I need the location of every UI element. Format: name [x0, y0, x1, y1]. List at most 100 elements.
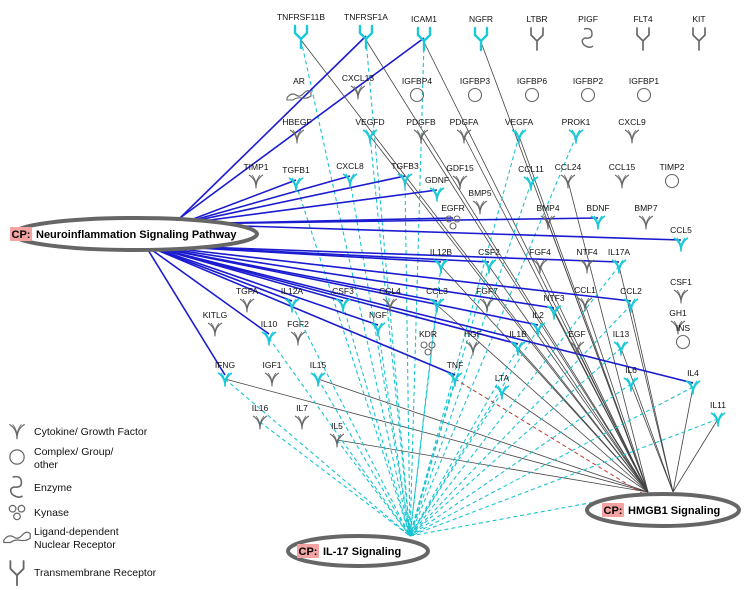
- node-igfbp1[interactable]: IGFBP1: [629, 76, 660, 103]
- node-hgf[interactable]: HGF: [464, 329, 482, 356]
- cytokine-icon: [413, 129, 429, 144]
- node-fgf4[interactable]: FGF4: [529, 247, 551, 274]
- legend-label: Enzyme: [34, 482, 72, 494]
- node-ccl24[interactable]: CCL24: [555, 162, 582, 189]
- node-cxcl8[interactable]: CXCL8: [336, 161, 364, 188]
- node-timp1[interactable]: TIMP1: [243, 162, 269, 189]
- edge-hmgb1-ccl2: [630, 304, 674, 493]
- node-ngfr[interactable]: NGFR: [469, 14, 493, 52]
- node-ar[interactable]: AR: [286, 76, 312, 101]
- node-timp2[interactable]: TIMP2: [659, 162, 685, 189]
- kinase-icon: [445, 215, 461, 230]
- node-kit[interactable]: KIT: [692, 14, 706, 51]
- node-csf2[interactable]: CSF2: [478, 247, 500, 274]
- node-il1b[interactable]: IL1B: [509, 329, 527, 356]
- node-il7[interactable]: IL7: [294, 403, 310, 430]
- node-csf3[interactable]: CSF3: [332, 286, 354, 313]
- node-il12b[interactable]: IL12B: [430, 247, 453, 274]
- node-igfbp2[interactable]: IGFBP2: [573, 76, 604, 103]
- node-csf1[interactable]: CSF1: [670, 277, 692, 304]
- node-igfbp3[interactable]: IGFBP3: [460, 76, 491, 103]
- cytokine-icon: [590, 215, 606, 230]
- node-pigf[interactable]: PIGF: [578, 14, 598, 48]
- node-bmp7[interactable]: BMP7: [634, 203, 658, 230]
- node-bmp4[interactable]: BMP4: [536, 203, 560, 230]
- node-fgf7[interactable]: FGF7: [476, 286, 498, 313]
- node-lta[interactable]: LTA: [494, 373, 510, 400]
- node-ccl3[interactable]: CCL3: [426, 286, 448, 313]
- node-ntf4[interactable]: NTF4: [576, 247, 598, 274]
- node-icam1[interactable]: ICAM1: [411, 14, 437, 52]
- node-egfr[interactable]: EGFR: [441, 203, 465, 230]
- node-cxcl9[interactable]: CXCL9: [618, 117, 646, 144]
- cytokine-icon: [614, 174, 630, 189]
- node-ccl11[interactable]: CCL11: [518, 164, 544, 191]
- node-label: GDF15: [446, 163, 474, 173]
- node-bmp5[interactable]: BMP5: [468, 188, 492, 215]
- node-il5[interactable]: IL5: [329, 421, 345, 448]
- node-il10[interactable]: IL10: [261, 319, 278, 346]
- node-hbegf[interactable]: HBEGF: [282, 117, 312, 144]
- legend-label: Transmembrane Receptor: [34, 567, 157, 579]
- node-label: CSF2: [478, 247, 500, 257]
- node-ccl2[interactable]: CCL2: [620, 286, 642, 313]
- node-il11[interactable]: IL11: [710, 400, 726, 427]
- node-tgfb3[interactable]: TGFB3: [391, 161, 419, 188]
- node-prok1[interactable]: PROK1: [562, 117, 591, 144]
- node-pdgfb[interactable]: PDGFB: [406, 117, 436, 144]
- node-cxcl13[interactable]: CXCL13: [342, 73, 374, 100]
- node-flt4[interactable]: FLT4: [633, 14, 653, 51]
- node-il17a[interactable]: IL17A: [608, 247, 631, 274]
- node-label: IL11: [710, 400, 726, 410]
- cytokine-icon: [248, 174, 264, 189]
- node-ccl5[interactable]: CCL5: [670, 225, 692, 252]
- cytokine-icon: [329, 433, 345, 448]
- node-ccl4[interactable]: CCL4: [379, 286, 401, 313]
- node-igf1[interactable]: IGF1: [263, 360, 282, 387]
- node-ngf[interactable]: NGF: [369, 310, 387, 337]
- node-ntf3[interactable]: NTF3: [543, 293, 565, 320]
- node-tgfb1[interactable]: TGFB1: [282, 165, 310, 192]
- node-kitlg[interactable]: KITLG: [203, 310, 228, 337]
- node-tnfrsf11b[interactable]: TNFRSF11B: [277, 12, 325, 50]
- edge-neuro-gdnf: [179, 189, 438, 225]
- node-tnf[interactable]: TNF: [447, 360, 464, 387]
- node-gdnf[interactable]: GDNF: [425, 175, 449, 202]
- node-il4[interactable]: IL4: [685, 368, 701, 395]
- node-egf[interactable]: EGF: [568, 329, 586, 356]
- hub-neuro[interactable]: CP:Neuroinflammation Signaling Pathway: [10, 216, 259, 252]
- node-vegfa[interactable]: VEGFA: [505, 117, 534, 144]
- edge-il17-il11: [409, 418, 719, 537]
- node-kdr[interactable]: KDR: [419, 329, 437, 356]
- node-gh1[interactable]: GH1: [669, 308, 687, 335]
- node-igfbp4[interactable]: IGFBP4: [402, 76, 433, 103]
- cytokine-icon: [624, 129, 640, 144]
- cytokine-icon: [294, 415, 310, 430]
- node-bdnf[interactable]: BDNF: [586, 203, 610, 230]
- node-label: TIMP2: [659, 162, 684, 172]
- node-igfbp6[interactable]: IGFBP6: [517, 76, 548, 103]
- node-pdgfa[interactable]: PDGFA: [450, 117, 479, 144]
- node-vegfd[interactable]: VEGFD: [355, 117, 385, 144]
- node-ifng[interactable]: IFNG: [215, 360, 235, 387]
- node-il13[interactable]: IL13: [613, 329, 630, 356]
- hub-il17[interactable]: CP:IL-17 Signaling: [286, 534, 430, 568]
- node-il2[interactable]: IL2: [530, 310, 546, 337]
- node-ccl1[interactable]: CCL1: [574, 285, 596, 312]
- node-il12a[interactable]: IL12A: [281, 286, 304, 313]
- receptor-icon: [473, 26, 489, 52]
- node-il6[interactable]: IL6: [623, 365, 639, 392]
- node-tnfrsf1a[interactable]: TNFRSF1A: [344, 12, 388, 50]
- cytokine-icon: [429, 187, 445, 202]
- node-ccl15[interactable]: CCL15: [609, 162, 636, 189]
- node-ltbr[interactable]: LTBR: [526, 14, 548, 51]
- node-fgf2[interactable]: FGF2: [287, 319, 309, 346]
- node-ins[interactable]: INS: [676, 323, 691, 350]
- node-il16[interactable]: IL16: [252, 403, 269, 430]
- node-gdf15[interactable]: GDF15: [446, 163, 474, 190]
- hub-hmgb1[interactable]: CP:HMGB1 Signaling: [585, 492, 741, 528]
- node-il15[interactable]: IL15: [310, 360, 327, 387]
- node-tgfa[interactable]: TGFA: [236, 286, 259, 313]
